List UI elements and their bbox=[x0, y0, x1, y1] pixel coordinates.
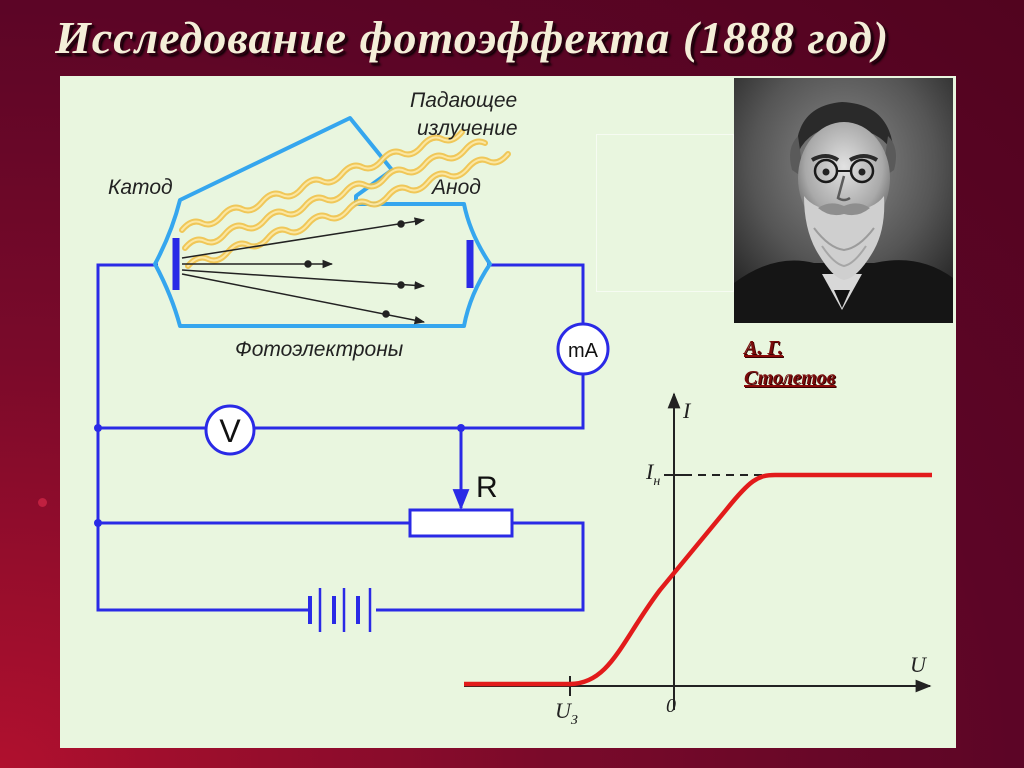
incident-radiation-label-line1: Падающее bbox=[410, 89, 517, 112]
portrait-caption-line1: А. Г. bbox=[744, 337, 783, 359]
saturation-current-subscript: н bbox=[653, 474, 660, 489]
y-axis-label: I bbox=[682, 398, 692, 423]
circuit-wires bbox=[96, 263, 585, 612]
iv-graph: I U 0 Iн UЗ bbox=[464, 392, 932, 728]
photoelectrons-label: Фотоэлектроны bbox=[235, 338, 404, 361]
photoelectron-trajectories bbox=[181, 217, 426, 325]
image-placeholder-frame bbox=[596, 134, 734, 292]
portrait-stoletov bbox=[734, 78, 953, 323]
vacuum-tube bbox=[153, 116, 492, 328]
voltmeter-label: V bbox=[219, 413, 241, 449]
resistor bbox=[408, 508, 514, 538]
voltmeter: V bbox=[204, 404, 256, 456]
portrait-caption: А. Г. Столетов bbox=[744, 333, 904, 393]
anode-label: Анод bbox=[430, 176, 481, 199]
origin-label: 0 bbox=[666, 695, 676, 717]
milliammeter-label: mA bbox=[568, 340, 599, 362]
iv-curve bbox=[464, 472, 932, 687]
circuit-junction-dots bbox=[94, 424, 465, 527]
milliammeter: mA bbox=[556, 322, 610, 376]
portrait-caption-line2: Столетов bbox=[744, 367, 836, 389]
decorative-dot bbox=[38, 498, 47, 507]
slide-title: Исследование фотоэффекта (1888 год) bbox=[55, 12, 890, 63]
resistor-label: R bbox=[476, 471, 498, 504]
saturation-current-label: Iн bbox=[645, 459, 660, 489]
battery bbox=[308, 588, 372, 632]
x-axis-label: U bbox=[910, 652, 928, 677]
cathode-label: Катод bbox=[108, 176, 173, 199]
portrait-image bbox=[734, 78, 953, 323]
stopping-voltage-label: UЗ bbox=[555, 698, 578, 728]
incident-radiation-label-line2: излучение bbox=[417, 117, 518, 140]
stopping-voltage-subscript: З bbox=[571, 713, 578, 728]
incident-radiation-waves bbox=[179, 129, 511, 269]
